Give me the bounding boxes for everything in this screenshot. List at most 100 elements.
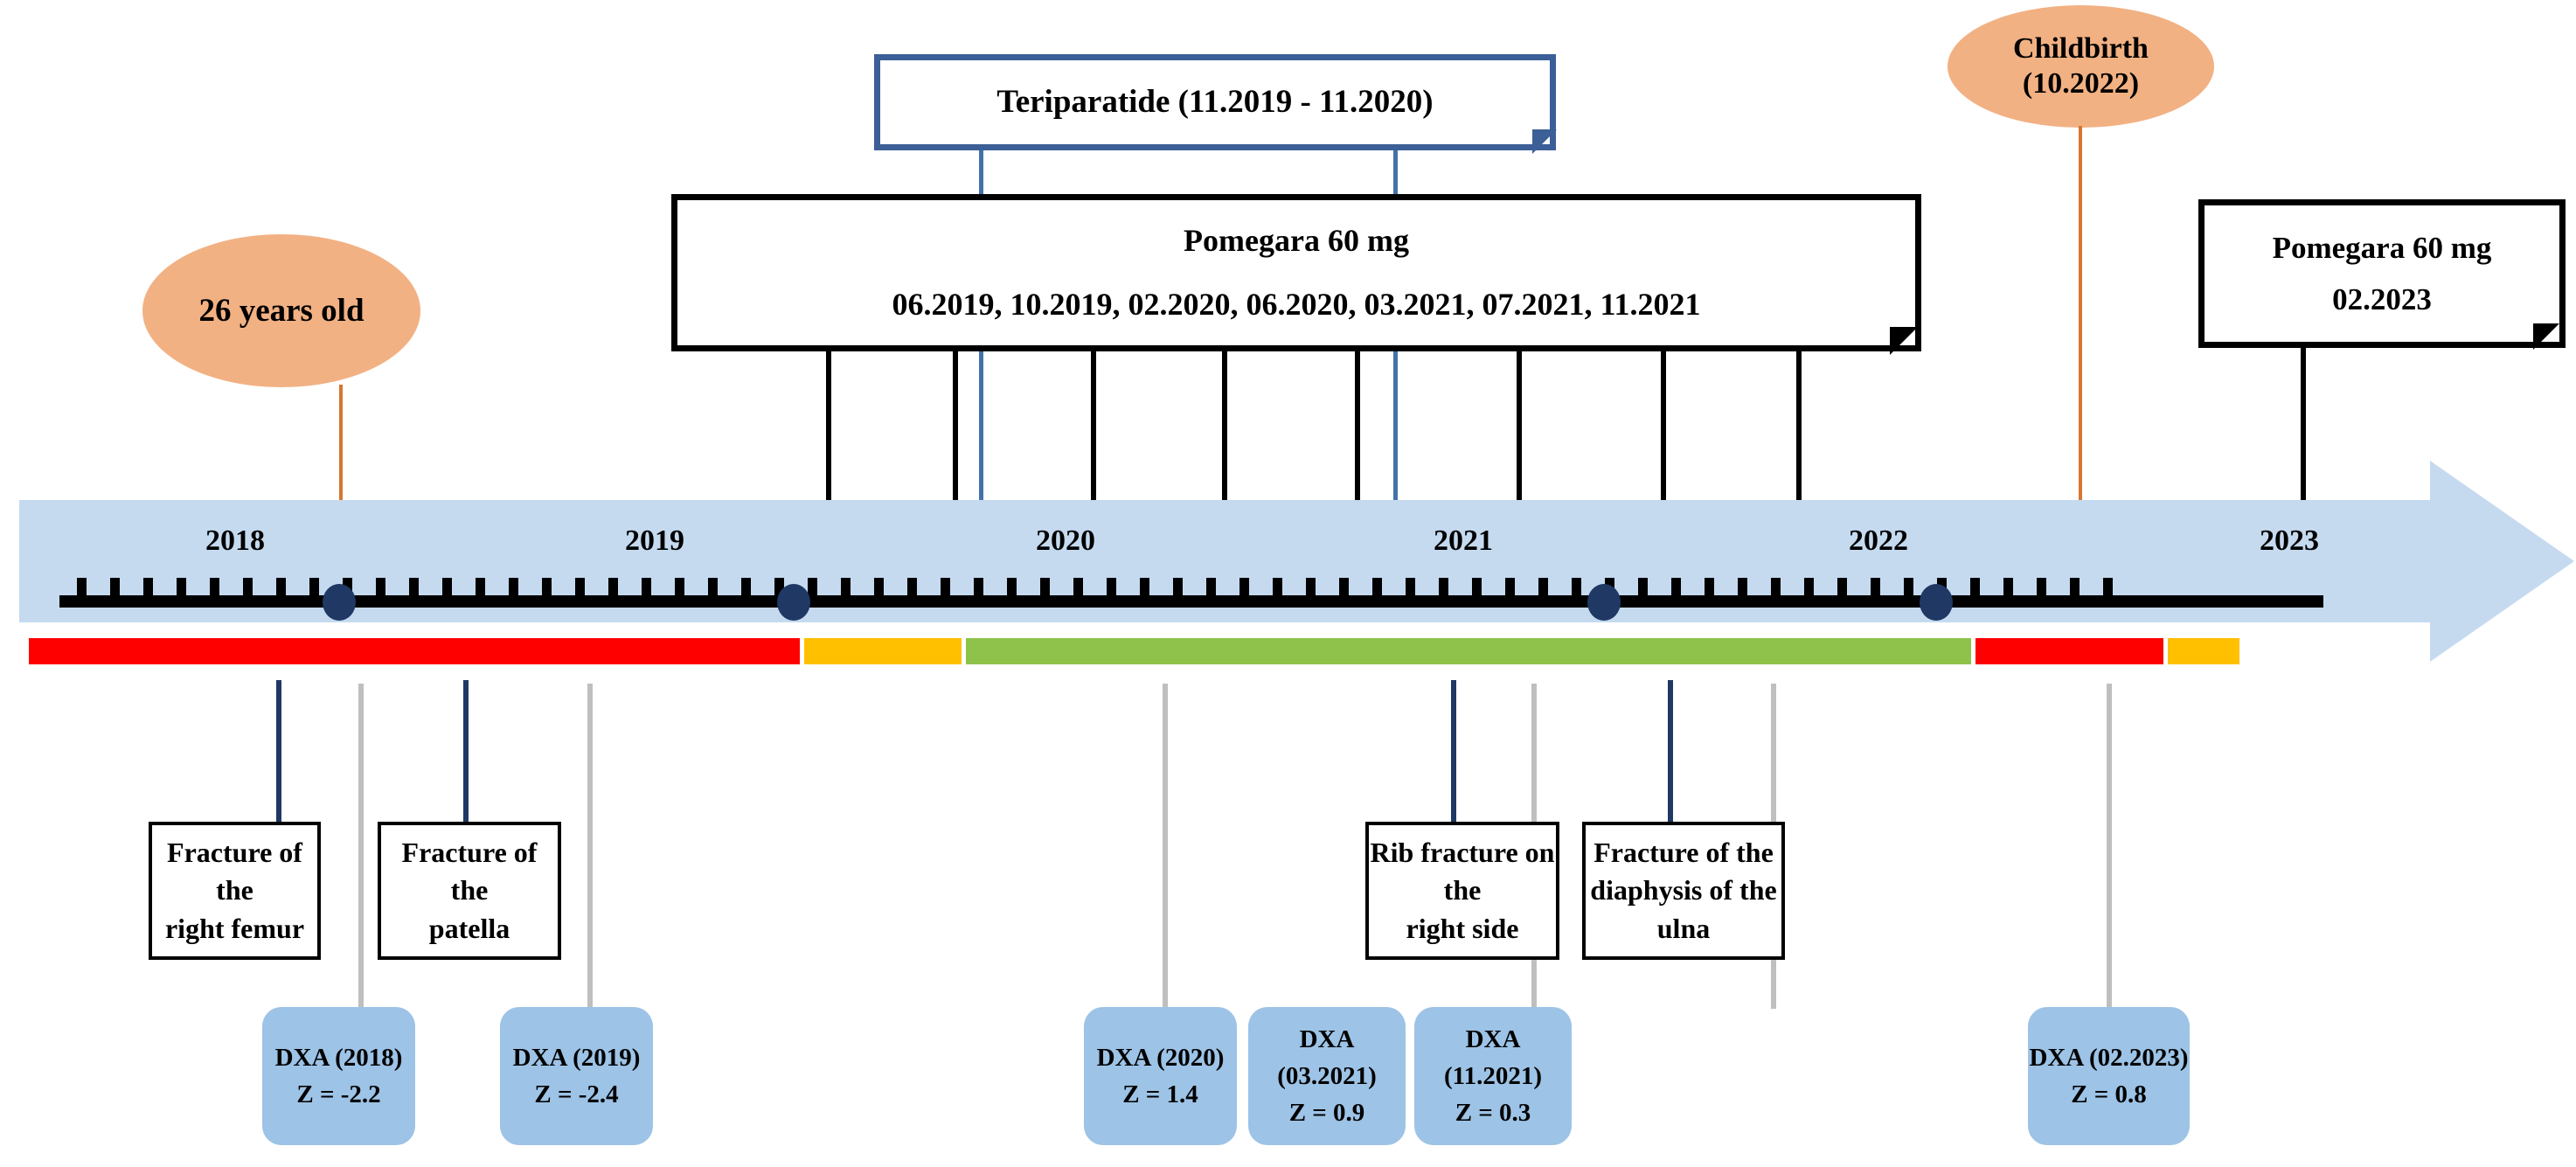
timeline-tick: [642, 578, 651, 597]
timeline-tick: [1206, 578, 1216, 597]
timeline-tick: [741, 578, 751, 597]
timeline-tick: [874, 578, 884, 597]
status-segment-yellow-2: [2168, 638, 2239, 664]
timeline-tick: [442, 578, 452, 597]
pomegara-dropline-extra: [1796, 351, 1802, 584]
dxa-03-2021: DXA (03.2021)Z = 0.9: [1248, 1007, 1406, 1145]
timeline-arrow-head-icon: [2430, 461, 2574, 662]
dxa-connector-2018: [358, 684, 364, 1009]
timeline-marker-dot: [1587, 584, 1621, 621]
pomegara-dropline-02-2020: [1091, 351, 1096, 584]
fracture-patella: Fracture of the patella: [378, 822, 561, 960]
timeline-tick: [110, 578, 120, 597]
timeline-year-label: 2023: [2260, 524, 2319, 557]
fracture-patella-label: Fracture of the patella: [381, 834, 558, 948]
pomegara-right-dropline: [2301, 348, 2306, 584]
timeline-tick: [476, 578, 485, 597]
pomegara-main-note-fold-icon: [1890, 327, 1918, 355]
dxa-11-2021-value: Z = 0.3: [1455, 1099, 1531, 1128]
childbirth-connector-line: [2079, 126, 2082, 584]
childbirth-line1: Childbirth: [2013, 31, 2149, 65]
timeline-tick: [1572, 578, 1581, 597]
status-segment-green: [966, 638, 1971, 664]
pomegara-main-line2: 06.2019, 10.2019, 02.2020, 06.2020, 03.2…: [892, 287, 1701, 322]
timeline-year-label: 2019: [625, 524, 684, 557]
childbirth-ellipse-label: Childbirth (10.2022): [2013, 31, 2149, 101]
fracture-connector-rib: [1451, 680, 1456, 822]
dxa-2019-label: DXA (2019): [512, 1043, 641, 1072]
dxa-2020: DXA (2020) Z = 1.4: [1084, 1007, 1237, 1145]
dxa-2020-value: Z = 1.4: [1122, 1080, 1198, 1108]
timeline-tick: [1040, 578, 1050, 597]
timeline-year-label: 2018: [205, 524, 265, 557]
timeline-axis: [59, 595, 2323, 608]
pomegara-dropline-06-2019: [826, 351, 831, 584]
rib-fracture-right-side-line1: Rib fracture on the: [1370, 837, 1555, 907]
timeline-tick: [708, 578, 718, 597]
timeline-tick: [974, 578, 983, 597]
timeline-tick: [1705, 578, 1714, 597]
dxa-2019: DXA (2019) Z = -2.4: [500, 1007, 653, 1145]
timeline-marker-dot: [777, 584, 810, 621]
timeline-year-label: 2020: [1036, 524, 1095, 557]
status-segment-red-1: [29, 638, 800, 664]
timeline-tick: [1837, 578, 1847, 597]
timeline-tick: [243, 578, 253, 597]
fracture-diaphysis-ulna-line1: Fracture of the: [1594, 837, 1774, 869]
timeline-tick: [1970, 578, 1980, 597]
timeline-tick: [1073, 578, 1083, 597]
fracture-connector-patella: [463, 680, 469, 822]
timeline-tick: [675, 578, 684, 597]
teriparatide-note: Teriparatide (11.2019 - 11.2020): [874, 54, 1556, 150]
dxa-2020-label: DXA (2020): [1096, 1043, 1225, 1072]
pomegara-right-note-fold-icon: [2533, 323, 2559, 350]
dxa-2018: DXA (2018)Z = -2.2: [262, 1007, 415, 1145]
timeline-tick: [575, 578, 585, 597]
timeline-tick: [542, 578, 552, 597]
teriparatide-note-label: Teriparatide (11.2019 - 11.2020): [996, 83, 1434, 120]
dxa-2019-value: Z = -2.4: [534, 1080, 619, 1108]
fracture-connector-right-femur: [276, 680, 281, 822]
dxa-02-2023: DXA (02.2023)Z = 0.8: [2028, 1007, 2190, 1145]
timeline-tick: [1173, 578, 1183, 597]
fracture-patella-line1: Fracture of the: [401, 837, 538, 907]
dxa-connector-02-2023: [2107, 684, 2112, 1009]
dxa-02-2023-label: DXA (02.2023): [2029, 1043, 2189, 1072]
dxa-03-2021-value: Z = 0.9: [1288, 1099, 1365, 1128]
teriparatide-note-fold-icon: [1532, 129, 1557, 154]
timeline-tick: [907, 578, 917, 597]
timeline-tick: [774, 578, 784, 597]
timeline-tick: [941, 578, 950, 597]
age-ellipse-label: 26 years old: [198, 292, 365, 329]
pomegara-dropline-10-2019: [953, 351, 958, 584]
dxa-11-2021: DXA (11.2021) Z = 0.3: [1414, 1007, 1572, 1145]
timeline-tick: [2037, 578, 2046, 597]
timeline-tick: [1871, 578, 1880, 597]
fracture-connector-ulna: [1668, 680, 1673, 822]
dxa-2018-label: DXA (2018): [274, 1043, 403, 1072]
teriparatide-dropline-end: [1393, 150, 1398, 584]
timeline-tick: [841, 578, 851, 597]
fracture-patella-line2: patella: [428, 912, 510, 944]
timeline-tick: [2103, 578, 2113, 597]
timeline-tick: [1804, 578, 1814, 597]
fracture-right-femur-line2: right femur: [164, 912, 305, 944]
pomegara-right-note: Pomegara 60 mg 02.2023: [2198, 199, 2566, 348]
timeline-tick: [1638, 578, 1648, 597]
timeline-tick: [1007, 578, 1017, 597]
timeline-tick: [1239, 578, 1249, 597]
timeline-tick: [1339, 578, 1349, 597]
timeline-tick: [1140, 578, 1149, 597]
timeline-tick: [143, 578, 153, 597]
childbirth-ellipse: Childbirth (10.2022): [1948, 5, 2214, 128]
timeline-tick: [77, 578, 87, 597]
childbirth-line2: (10.2022): [2022, 67, 2140, 100]
pomegara-main-note: Pomegara 60 mg 06.2019, 10.2019, 02.2020…: [671, 194, 1921, 351]
dxa-11-2021-label: DXA (11.2021): [1444, 1025, 1542, 1090]
timeline-tick: [1107, 578, 1116, 597]
